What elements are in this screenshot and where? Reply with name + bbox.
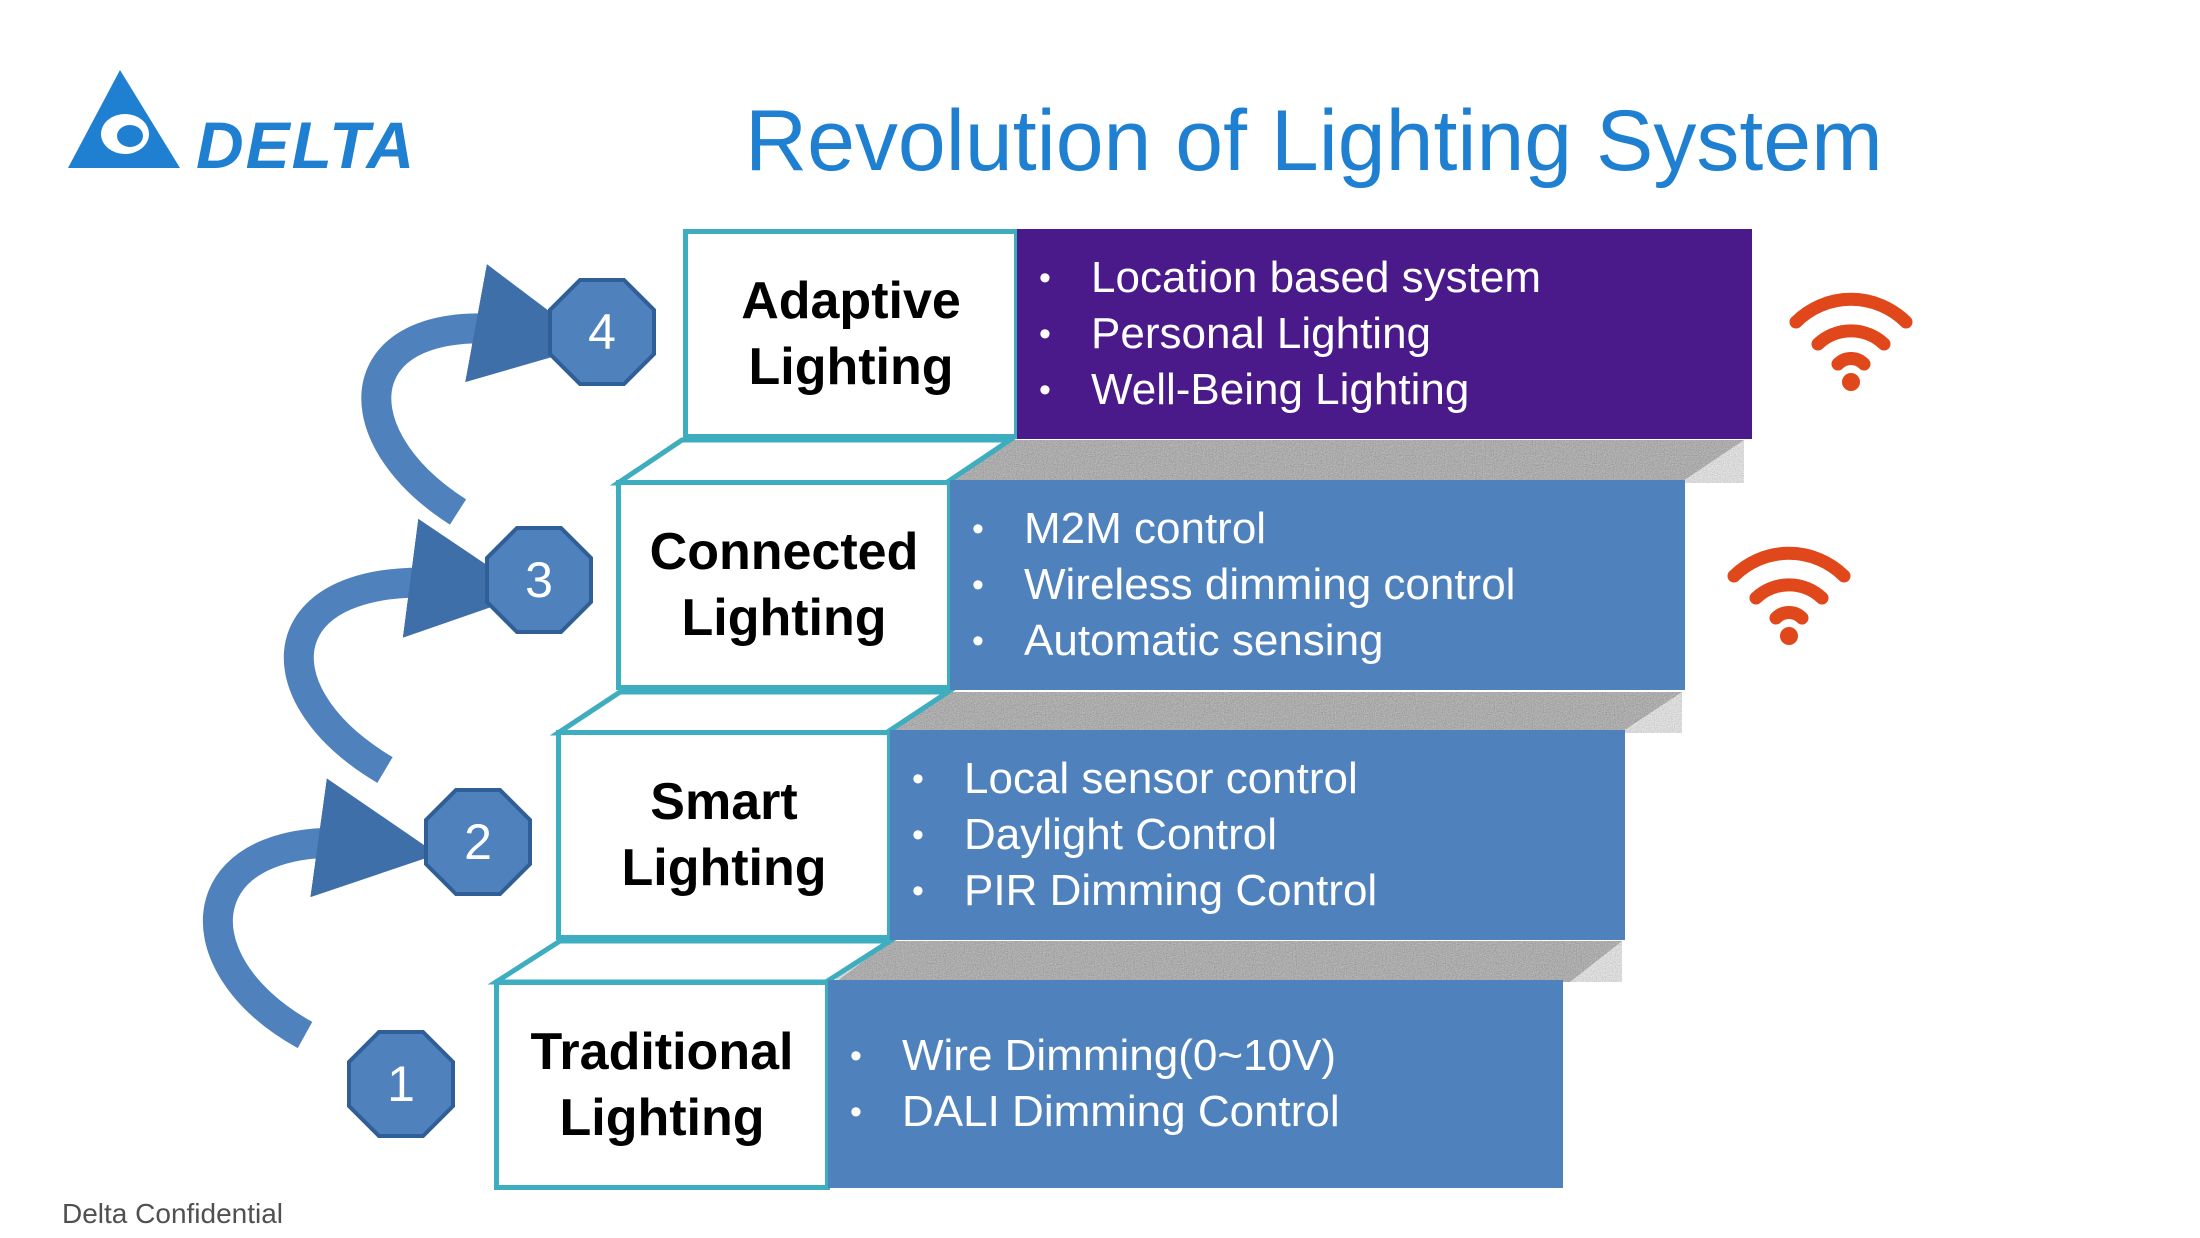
step-1-number: 1 (387, 1056, 415, 1112)
step-1-panel: Wire Dimming(0~10V) DALI Dimming Control (828, 980, 1563, 1188)
step-1-label-box: Traditional Lighting (494, 980, 830, 1190)
step-2-title: Smart (650, 773, 798, 831)
step-1-bullet: Wire Dimming(0~10V) (828, 1028, 1563, 1084)
arrow-1-to-2 (202, 778, 438, 1049)
step-2-panel: Local sensor control Daylight Control PI… (890, 730, 1625, 940)
step-1-bullet: DALI Dimming Control (828, 1084, 1563, 1140)
step-3-panel: M2M control Wireless dimming control Aut… (950, 480, 1685, 690)
step-4-label-box: Adaptive Lighting (683, 229, 1019, 439)
step-4-panel: Location based system Personal Lighting … (1017, 229, 1752, 439)
step-tread-2 (886, 692, 1682, 733)
svg-text:DELTA: DELTA (196, 108, 410, 182)
step-2-bullet: PIR Dimming Control (890, 863, 1625, 919)
step-2-label-box: Smart Lighting (556, 730, 892, 940)
step-1-subtitle: Lighting (559, 1089, 765, 1147)
step-3-number-badge: 3 (485, 526, 593, 634)
step-3-subtitle: Lighting (681, 589, 887, 647)
step-3-title: Connected (649, 523, 919, 581)
arrow-3-to-4 (361, 264, 595, 525)
step-4-number: 4 (588, 304, 616, 360)
step-2-bullet: Local sensor control (890, 751, 1625, 807)
step-4-bullet: Personal Lighting (1017, 306, 1752, 362)
step-3-number: 3 (525, 552, 553, 608)
wifi-icon (1789, 292, 1913, 391)
step-1-number-badge: 1 (347, 1030, 455, 1138)
step-3-bullet: Automatic sensing (950, 613, 1685, 669)
step-4-title: Adaptive (741, 272, 961, 330)
step-3-bullet: M2M control (950, 501, 1685, 557)
step-tread-3 (946, 440, 1744, 483)
step-2-bullet: Daylight Control (890, 807, 1625, 863)
step-2-number: 2 (464, 814, 492, 870)
page-title: Revolution of Lighting System (745, 93, 1883, 189)
step-4-bullet: Well-Being Lighting (1017, 362, 1752, 418)
wifi-icon (1727, 546, 1851, 645)
footer-confidential: Delta Confidential (62, 1198, 284, 1229)
step-4-subtitle: Lighting (748, 338, 954, 396)
step-4-bullet: Location based system (1017, 250, 1752, 306)
step-2-number-badge: 2 (424, 788, 532, 896)
step-4-number-badge: 4 (548, 278, 656, 386)
arrow-2-to-3 (283, 518, 530, 783)
step-tread-1 (496, 941, 1622, 982)
step-2-subtitle: Lighting (621, 839, 827, 897)
step-1-title: Traditional (530, 1023, 794, 1081)
step-3-label-box: Connected Lighting (616, 480, 952, 690)
delta-logo: DELTA (68, 70, 410, 182)
step-3-bullet: Wireless dimming control (950, 557, 1685, 613)
